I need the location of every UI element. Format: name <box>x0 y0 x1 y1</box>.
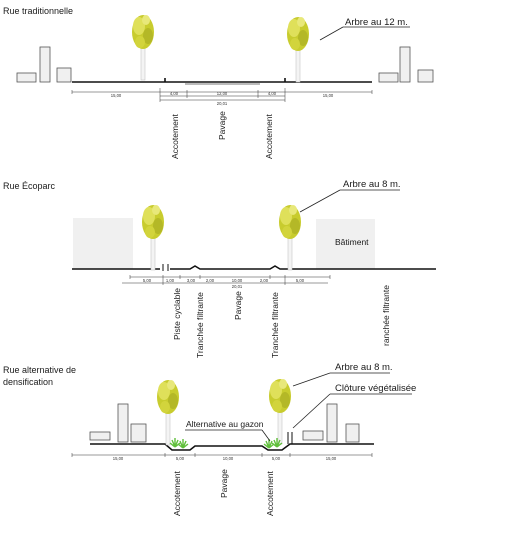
dim-label: 2,00 <box>206 278 215 283</box>
tree-left-icon <box>141 204 165 271</box>
dim-label: 2,00 <box>260 278 269 283</box>
building-left <box>73 218 133 269</box>
dim-label: 15,00 <box>113 456 124 461</box>
label-tranchee-filtrante-left: Tranchée filtrante <box>195 292 205 358</box>
section-densification: Rue alternative de densification Arbre a… <box>3 362 416 516</box>
callout-grass: Alternative au gazon <box>186 419 264 429</box>
label-accotement-left: Accotement <box>170 113 180 159</box>
section-ecoparc: Rue Écoparc Bâtiment Arbre au 8 m. 5,00 … <box>3 179 436 358</box>
label-tranchee-filtrante-right: Tranchée filtrante <box>270 292 280 358</box>
section-title-line2: densification <box>3 377 53 387</box>
section-title-line1: Rue alternative de <box>3 365 76 375</box>
dim-label: 10,00 <box>232 278 243 283</box>
tree-left-icon <box>131 14 155 81</box>
dim-label: 20,01 <box>217 101 228 106</box>
section-title-ecoparc: Rue Écoparc <box>3 181 56 191</box>
grass-icon <box>169 437 181 448</box>
building-left-tall <box>117 403 129 443</box>
ground-line <box>72 78 372 83</box>
label-tranchee-filtrante-cut: ranchée filtrante <box>381 285 391 346</box>
building-left-tall <box>39 46 51 83</box>
dim-label: 20,01 <box>232 284 243 289</box>
dim-label: 15,00 <box>326 456 337 461</box>
dim-label: 5,00 <box>176 456 185 461</box>
ground-line <box>90 443 374 451</box>
label-accotement-right: Accotement <box>264 113 274 159</box>
label-pavage: Pavage <box>233 291 243 320</box>
building-right-small <box>417 69 434 83</box>
dim-label: 5,00 <box>272 456 281 461</box>
callout-tree-12m: Arbre au 12 m. <box>345 17 408 28</box>
dim-label: 4,00 <box>170 91 179 96</box>
building-right-tall <box>326 403 338 443</box>
dim-label: 1,00 <box>166 278 175 283</box>
fence-icon <box>287 432 293 444</box>
building-right-tall <box>399 46 411 83</box>
building-label: Bâtiment <box>335 237 369 247</box>
building-right <box>316 219 375 269</box>
label-accotement-left: Accotement <box>172 470 182 516</box>
building-left-low <box>89 431 111 441</box>
dim-label: 4,00 <box>268 91 277 96</box>
dim-label: 5,00 <box>296 278 305 283</box>
tree-right-icon <box>286 16 310 83</box>
callout-tree-8m: Arbre au 8 m. <box>335 362 393 373</box>
dim-label: 3,00 <box>187 278 196 283</box>
building-left-small <box>56 67 72 83</box>
ground-line <box>72 265 436 270</box>
section-traditional: Rue traditionnelle Arbre au 12 m. <box>3 6 434 159</box>
section-title-traditional: Rue traditionnelle <box>3 6 73 16</box>
dim-label: 15,00 <box>323 93 334 98</box>
callout-tree-8m: Arbre au 8 m. <box>343 179 401 190</box>
tree-left-icon <box>156 379 180 446</box>
callout-fence: Clôture végétalisée <box>335 383 416 394</box>
building-right-low <box>302 430 324 441</box>
building-right-mid <box>345 423 360 443</box>
label-accotement-right: Accotement <box>265 470 275 516</box>
building-left-mid <box>130 423 147 443</box>
tree-right-icon <box>278 204 302 271</box>
dim-label: 5,00 <box>143 278 152 283</box>
dim-label: 12,00 <box>217 91 228 96</box>
dim-label: 15,00 <box>111 93 122 98</box>
dim-label: 10,00 <box>223 456 234 461</box>
label-piste-cyclable: Piste cyclable <box>172 288 182 340</box>
building-right-low <box>378 72 399 83</box>
building-left-low <box>16 72 37 83</box>
label-pavage: Pavage <box>217 111 227 140</box>
label-pavage: Pavage <box>219 469 229 498</box>
